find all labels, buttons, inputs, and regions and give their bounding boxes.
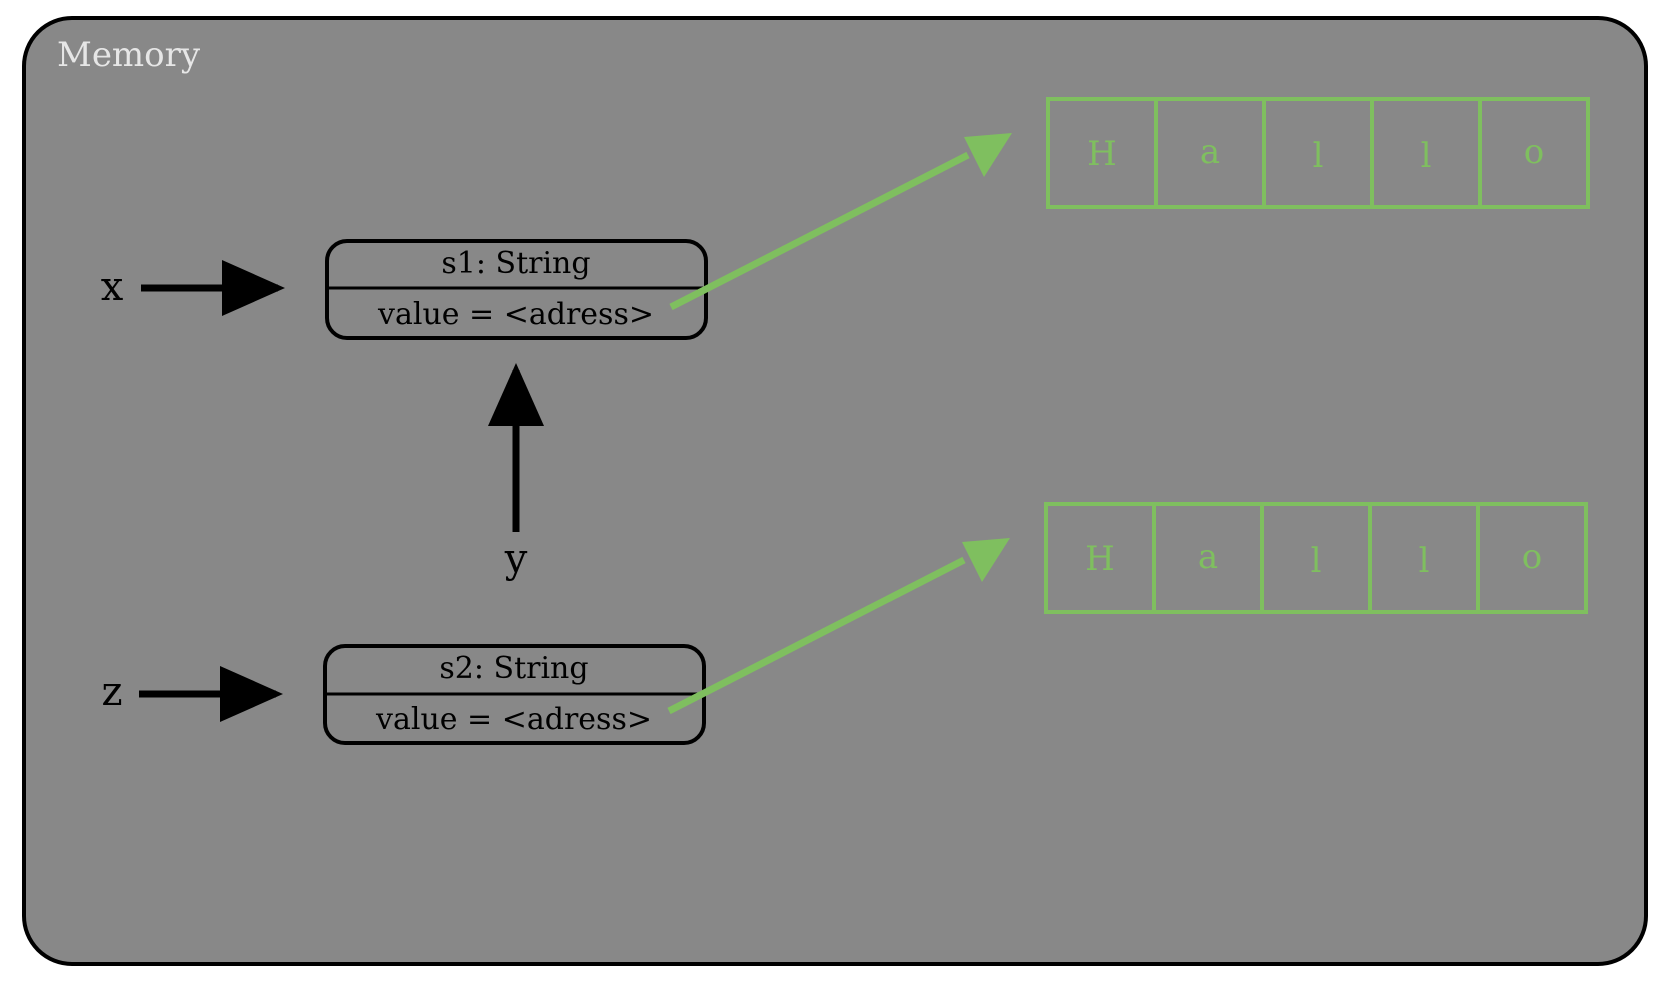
object-s1-field: value = <adress> bbox=[377, 297, 654, 332]
s1-value-pointer bbox=[669, 133, 1012, 311]
object-s1-title: s1: String bbox=[441, 246, 590, 281]
char-array-2: H a l l o bbox=[1044, 502, 1588, 614]
array1-char-4: o bbox=[1524, 132, 1544, 172]
array1-char-1: a bbox=[1200, 132, 1220, 172]
array2-char-0: H bbox=[1085, 539, 1115, 579]
variable-z: z bbox=[101, 669, 122, 715]
variable-y: y bbox=[504, 536, 528, 582]
array1-char-0: H bbox=[1087, 134, 1117, 174]
s2-value-arrowhead bbox=[962, 538, 1010, 582]
object-s2-field: value = <adress> bbox=[375, 702, 652, 737]
memory-container bbox=[22, 16, 1648, 966]
memory-label: Memory bbox=[57, 35, 201, 75]
char-array-1: H a l l o bbox=[1046, 97, 1590, 209]
array1-char-2: l bbox=[1313, 136, 1324, 176]
s2-value-pointer bbox=[667, 538, 1010, 715]
object-s2: s2: String value = <adress> bbox=[323, 644, 706, 745]
array1-char-3: l bbox=[1421, 136, 1432, 176]
array2-char-2: l bbox=[1311, 541, 1322, 581]
array2-char-3: l bbox=[1419, 541, 1430, 581]
variable-x: x bbox=[101, 264, 124, 310]
array2-char-4: o bbox=[1522, 537, 1542, 577]
object-s1: s1: String value = <adress> bbox=[325, 239, 708, 340]
s1-value-arrowhead bbox=[964, 133, 1012, 177]
object-s2-title: s2: String bbox=[439, 651, 588, 686]
array2-char-1: a bbox=[1198, 537, 1218, 577]
